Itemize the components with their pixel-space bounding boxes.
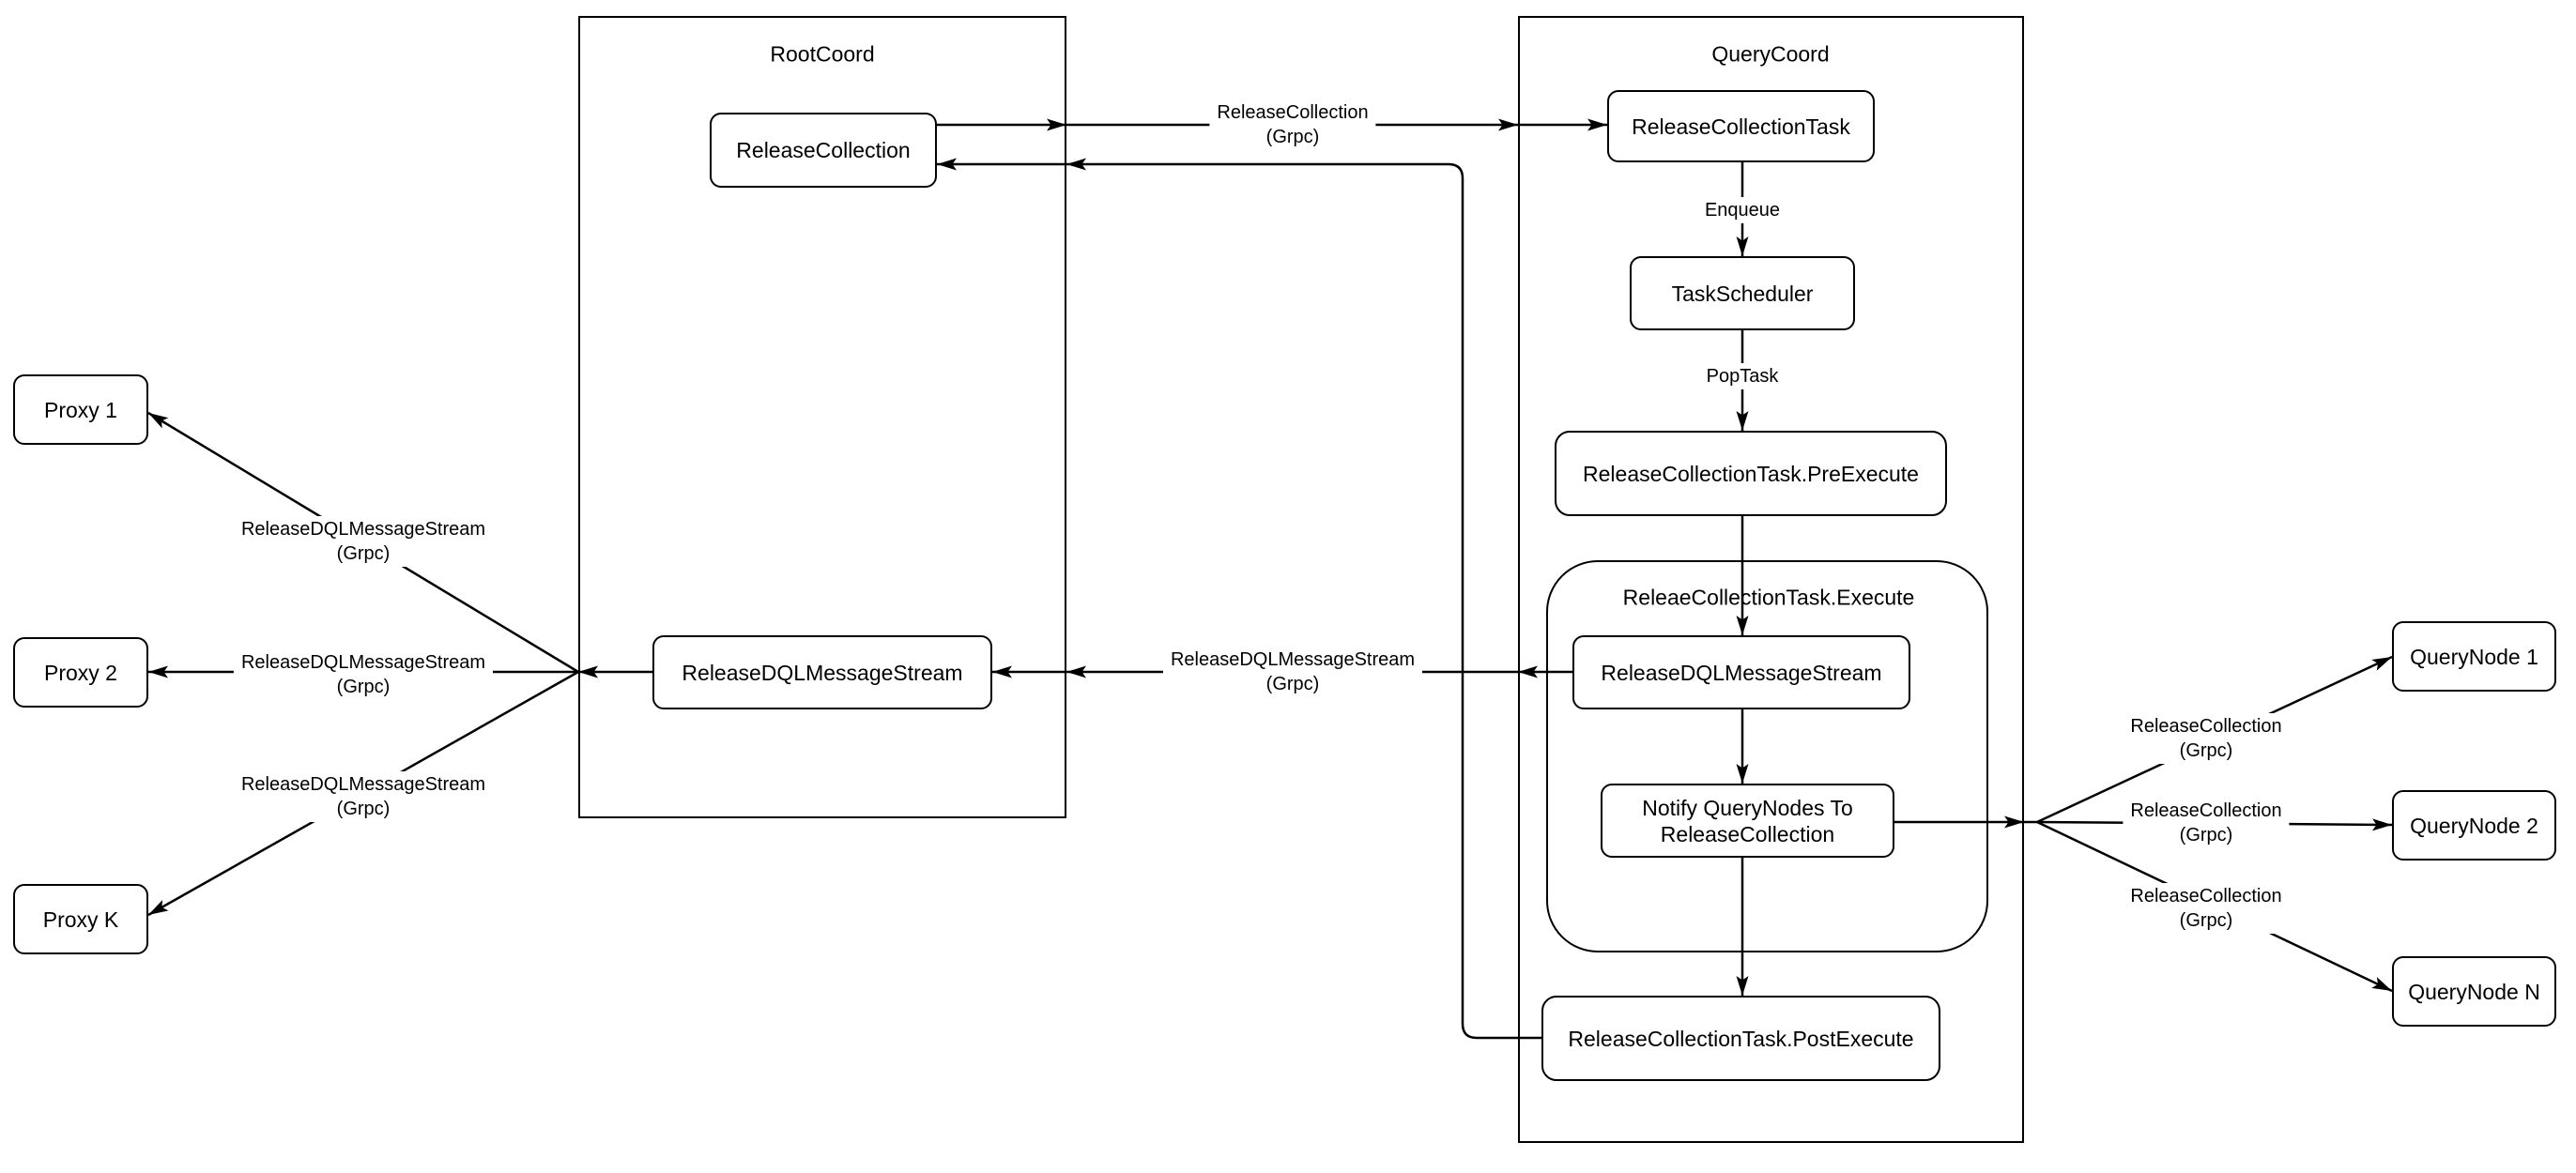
node-proxyk: Proxy K [13, 884, 148, 954]
label-releasecollection-grpc-qn1-line1: ReleaseCollection [2130, 716, 2282, 737]
node-qc-dql-stream-label: ReleaseDQLMessageStream [1601, 660, 1882, 685]
label-releasecollection-grpc-qn1: ReleaseCollection (Grpc) [2123, 713, 2290, 764]
node-pre-execute-label: ReleaseCollectionTask.PreExecute [1583, 461, 1919, 486]
querycoord-container [1518, 16, 2024, 1143]
label-releasecollection-grpc-qn2-line2: (Grpc) [2179, 825, 2233, 845]
label-dql-grpc-proxyk-line1: ReleaseDQLMessageStream [240, 774, 486, 795]
node-notify-querynodes: Notify QueryNodes To ReleaseCollection [1601, 784, 1894, 858]
node-proxy2-label: Proxy 2 [44, 660, 117, 685]
node-pre-execute: ReleaseCollectionTask.PreExecute [1555, 431, 1947, 516]
node-proxy1-label: Proxy 1 [44, 397, 117, 422]
label-enqueue: Enqueue [1696, 197, 1788, 223]
label-releasecollection-grpc-top-line2: (Grpc) [1265, 127, 1320, 147]
label-dql-grpc-proxy1: ReleaseDQLMessageStream (Grpc) [233, 516, 494, 567]
node-task-scheduler-label: TaskScheduler [1671, 281, 1814, 306]
label-dql-grpc-mid: ReleaseDQLMessageStream (Grpc) [1162, 647, 1423, 697]
label-poptask: PopTask [1698, 363, 1786, 389]
rootcoord-title: RootCoord [770, 41, 875, 67]
node-notify-querynodes-line2: ReleaseCollection [1660, 821, 1835, 846]
node-querynode2-label: QueryNode 2 [2410, 813, 2538, 838]
rootcoord-container [578, 16, 1066, 818]
node-post-execute-label: ReleaseCollectionTask.PostExecute [1568, 1026, 1914, 1051]
node-post-execute: ReleaseCollectionTask.PostExecute [1541, 996, 1940, 1081]
node-querynode1: QueryNode 1 [2392, 621, 2556, 692]
node-task-scheduler: TaskScheduler [1630, 256, 1855, 330]
node-notify-querynodes-line1: Notify QueryNodes To [1642, 795, 1853, 820]
execute-group-title: ReleaeCollectionTask.Execute [1622, 585, 1915, 610]
node-proxy1: Proxy 1 [13, 374, 148, 445]
label-dql-grpc-proxy1-line1: ReleaseDQLMessageStream [240, 519, 486, 540]
label-dql-grpc-proxyk: ReleaseDQLMessageStream (Grpc) [233, 771, 494, 822]
label-releasecollection-grpc-qnn-line1: ReleaseCollection [2130, 886, 2282, 906]
node-qc-dql-stream: ReleaseDQLMessageStream [1572, 635, 1910, 709]
label-dql-grpc-proxy1-line2: (Grpc) [336, 543, 391, 564]
label-dql-grpc-proxy2-line1: ReleaseDQLMessageStream [240, 652, 486, 673]
label-dql-grpc-proxy2: ReleaseDQLMessageStream (Grpc) [233, 649, 494, 700]
label-releasecollection-grpc-qn1-line2: (Grpc) [2179, 740, 2233, 761]
label-releasecollection-grpc-qnn: ReleaseCollection (Grpc) [2123, 883, 2290, 934]
node-querynode1-label: QueryNode 1 [2410, 644, 2538, 669]
node-release-collection-label: ReleaseCollection [736, 138, 911, 162]
label-releasecollection-grpc-qn2: ReleaseCollection (Grpc) [2123, 798, 2290, 848]
label-dql-grpc-proxyk-line2: (Grpc) [336, 799, 391, 819]
node-release-collection-task: ReleaseCollectionTask [1607, 90, 1875, 162]
node-querynoden-label: QueryNode N [2408, 979, 2540, 1004]
querycoord-title: QueryCoord [1711, 41, 1830, 67]
label-dql-grpc-mid-line2: (Grpc) [1265, 674, 1320, 694]
node-release-collection-task-label: ReleaseCollectionTask [1632, 114, 1850, 139]
node-proxy2: Proxy 2 [13, 637, 148, 708]
label-releasecollection-grpc-qnn-line2: (Grpc) [2179, 910, 2233, 931]
execute-group-container [1546, 560, 1988, 952]
node-proxyk-label: Proxy K [42, 906, 119, 932]
node-root-dql-stream: ReleaseDQLMessageStream [652, 635, 992, 709]
label-dql-grpc-mid-line1: ReleaseDQLMessageStream [1170, 649, 1416, 670]
node-release-collection: ReleaseCollection [710, 113, 937, 188]
node-root-dql-stream-label: ReleaseDQLMessageStream [682, 660, 963, 685]
label-dql-grpc-proxy2-line2: (Grpc) [336, 677, 391, 697]
node-querynode2: QueryNode 2 [2392, 790, 2556, 861]
node-querynoden: QueryNode N [2392, 956, 2556, 1027]
label-releasecollection-grpc-qn2-line1: ReleaseCollection [2130, 800, 2282, 821]
label-releasecollection-grpc-top-line1: ReleaseCollection [1217, 102, 1369, 123]
edge-postexecute-return-1 [1066, 158, 1541, 1040]
label-releasecollection-grpc-top: ReleaseCollection (Grpc) [1209, 99, 1376, 150]
